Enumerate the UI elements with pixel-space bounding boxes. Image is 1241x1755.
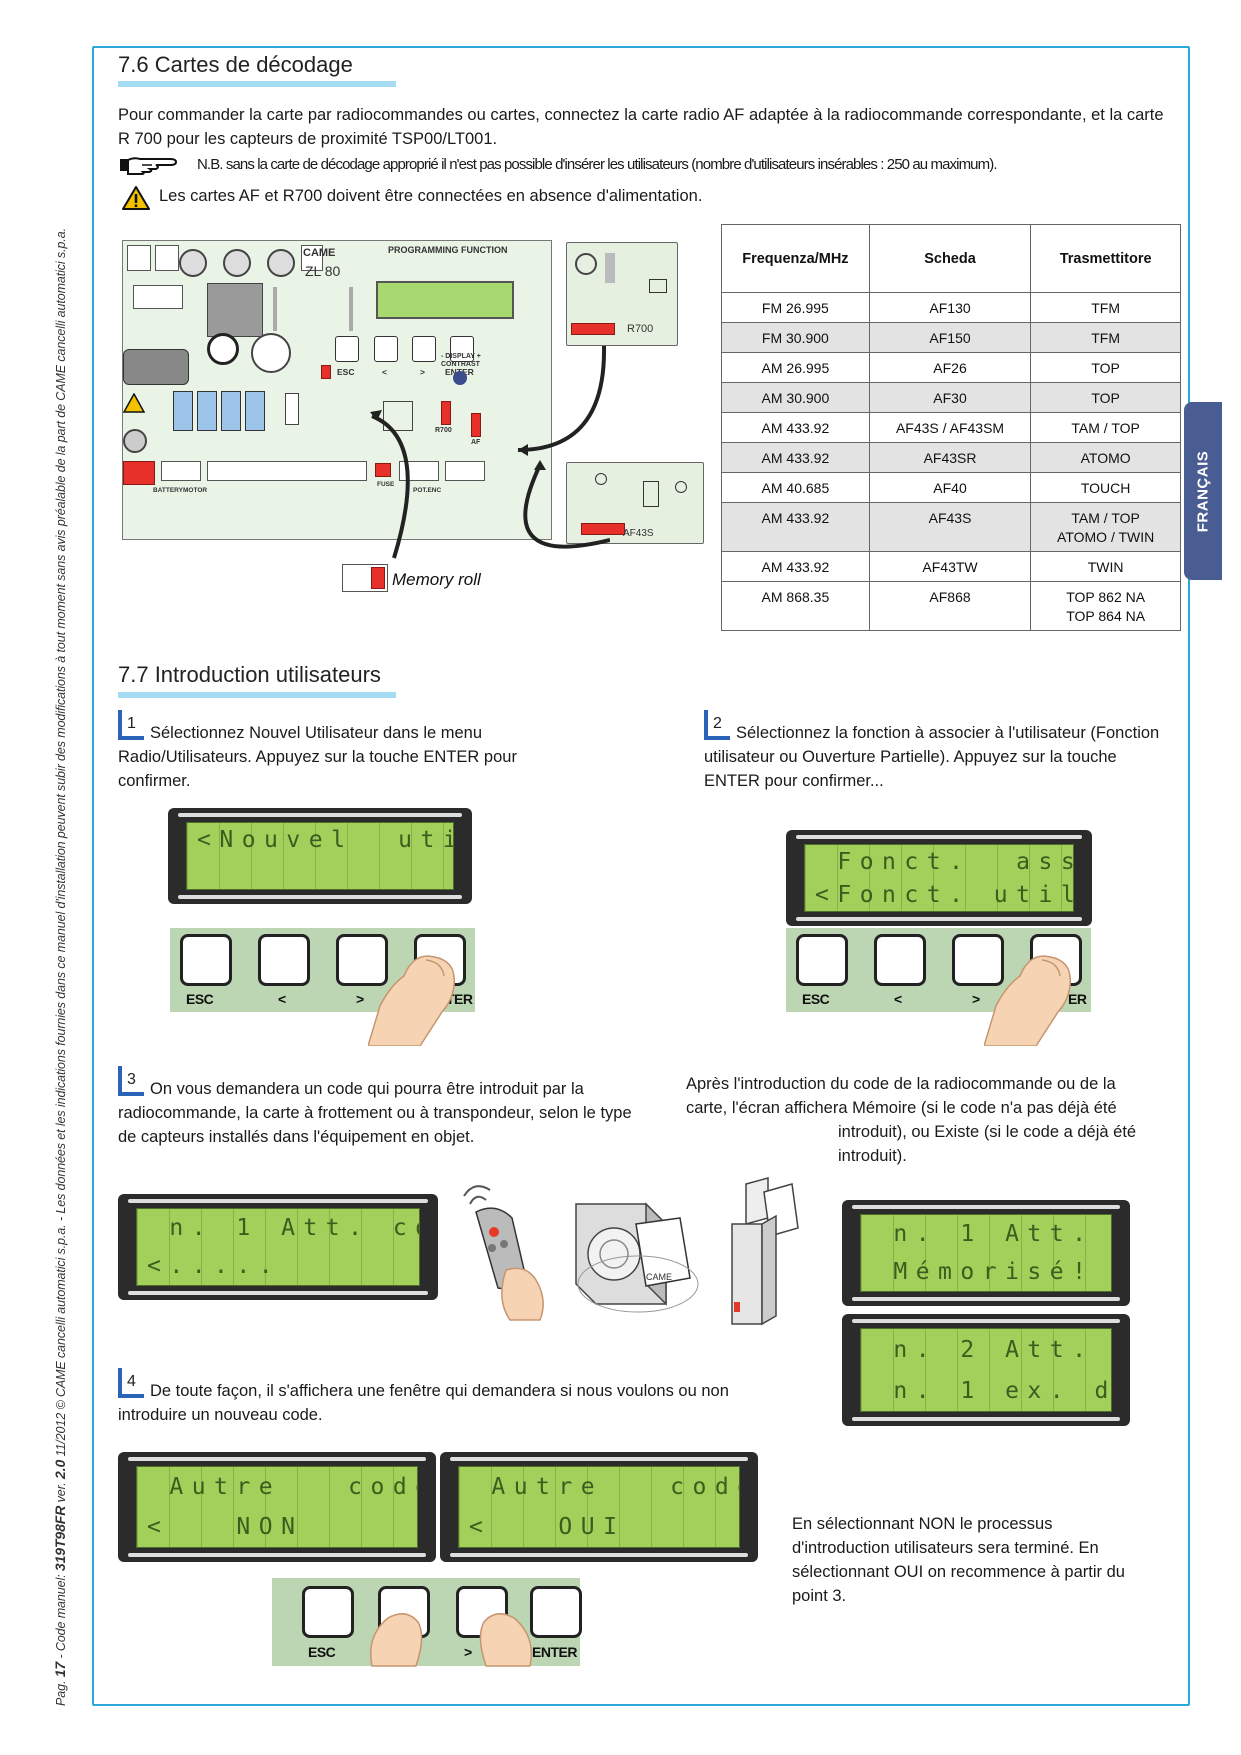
esc-key[interactable]: [796, 934, 848, 986]
board-lcd: [376, 281, 514, 319]
section-underline: [118, 692, 396, 698]
connection-arrows: [370, 345, 610, 559]
side-footer-note: Pag. 17 - Code manuel: 319T98FR ver. 2.0…: [52, 228, 68, 1706]
col-scheda: Scheda: [868, 224, 1032, 293]
section-title-7-7: 7.7 Introduction utilisateurs: [118, 662, 381, 687]
badge-reader-icon: [731, 1177, 799, 1326]
intro-paragraph: Pour commander la carte par radiocommand…: [118, 106, 1164, 148]
section-title-7-6: 7.6 Cartes de décodage: [118, 52, 353, 77]
lcd-memorise: n. 1 Att. code Mémorisé!: [842, 1200, 1130, 1306]
finger-press-icon: [368, 955, 455, 1046]
board-model: ZL 80: [305, 263, 341, 279]
left-key[interactable]: [874, 934, 926, 986]
left-key[interactable]: [258, 934, 310, 986]
after-code-text-2: introduit), ou Existe (si le code a déjà…: [838, 1123, 1137, 1165]
enter-key[interactable]: [530, 1586, 582, 1638]
memory-roll-card: [342, 564, 388, 592]
after-code-text-1: Après l'introduction du code de la radio…: [686, 1075, 1117, 1117]
end-note: En sélectionnant NON le processus d'intr…: [792, 1515, 1125, 1605]
lcd-fonct-assoc: Fonct. assoc. <Fonct. utilis.>: [786, 830, 1092, 926]
board-programming-label: PROGRAMMING FUNCTION: [388, 245, 508, 255]
warning-icon: [122, 186, 150, 210]
pointing-hand-icon: [120, 157, 178, 175]
lcd-nouvel-util: <Nouvel util.>: [168, 808, 472, 904]
col-trasmettitore: Trasmettitore: [1030, 224, 1181, 293]
col-frequency: Frequenza/MHz: [721, 224, 870, 293]
finger-press-icon: [370, 1613, 423, 1667]
page-frame: [92, 46, 1190, 1706]
board-brand: CAME: [303, 247, 336, 259]
af43s-card: AF43S: [566, 462, 704, 544]
nb-note: N.B. sans la carte de décodage approprié…: [197, 156, 997, 173]
remote-control-icon: [463, 1185, 544, 1321]
memory-roll-label: Memory roll: [392, 570, 481, 589]
section-underline: [118, 81, 396, 87]
finger-press-icon: [479, 1613, 532, 1667]
right-key[interactable]: [336, 934, 388, 986]
esc-key[interactable]: [180, 934, 232, 986]
esc-key[interactable]: [302, 1586, 354, 1638]
finger-press-icon: [984, 955, 1071, 1046]
control-board-illustration: CAME ZL 80 PROGRAMMING FUNCTION ESC < > …: [122, 240, 552, 540]
lcd-autre-code-oui: Autre code? < OUI >: [440, 1452, 758, 1562]
r700-card: R700: [566, 242, 678, 346]
right-key[interactable]: [952, 934, 1004, 986]
language-tab[interactable]: FRANÇAIS: [1184, 402, 1222, 580]
warning-text: Les cartes AF et R700 doivent être conne…: [159, 187, 703, 205]
svg-text:CAME: CAME: [646, 1272, 672, 1282]
lcd-deja: n. 2 Att. Cod n. 1 ex. déjà: [842, 1314, 1130, 1426]
proximity-reader-icon: CAME: [575, 1202, 699, 1313]
frequency-table: Frequenza/MHz Scheda Trasmettitore FM 26…: [721, 224, 1181, 631]
lcd-autre-code-non: Autre code? < NON >: [118, 1452, 436, 1562]
keypad-step2: ESC < > ER: [786, 928, 1091, 1012]
lcd-att-code: n. 1 Att. code <..... >: [118, 1194, 438, 1300]
